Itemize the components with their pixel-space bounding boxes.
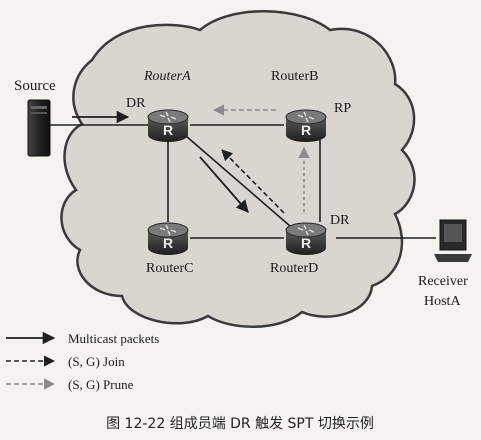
router-a-icon: R bbox=[147, 109, 189, 142]
router-d-icon: R bbox=[285, 222, 327, 255]
router-c-icon: R bbox=[147, 222, 189, 255]
router-d-glyph: R bbox=[301, 235, 311, 251]
router-a-glyph: R bbox=[163, 122, 173, 138]
router-b-icon: R bbox=[285, 109, 327, 142]
legend-join-label: (S, G) Join bbox=[68, 354, 125, 369]
host-label: HostA bbox=[424, 294, 461, 309]
router-c-label: RouterC bbox=[146, 261, 193, 276]
router-b-glyph: R bbox=[301, 122, 311, 138]
link-a-d bbox=[185, 135, 291, 227]
router-b-label: RouterB bbox=[271, 69, 318, 84]
figure-caption: 图 12-22 组成员端 DR 触发 SPT 切换示例 bbox=[106, 415, 374, 432]
receiver-computer-icon bbox=[434, 219, 472, 262]
join-arrow-d-a bbox=[221, 149, 285, 214]
receiver-label: Receiver bbox=[418, 274, 468, 289]
source-label: Source bbox=[14, 78, 56, 94]
router-d-dr-label: DR bbox=[330, 213, 350, 228]
router-d-label: RouterD bbox=[270, 261, 318, 276]
legend: Multicast packets (S, G) Join (S, G) Pru… bbox=[6, 331, 159, 392]
legend-prune-label: (S, G) Prune bbox=[68, 377, 134, 392]
multicast-arrow-a-d bbox=[199, 156, 249, 213]
source-server-icon bbox=[27, 99, 51, 157]
legend-multicast-label: Multicast packets bbox=[68, 331, 159, 346]
router-a-dr-label: DR bbox=[126, 96, 146, 111]
router-a-label: RouterA bbox=[143, 69, 191, 84]
router-b-rp-label: RP bbox=[334, 101, 351, 116]
router-c-glyph: R bbox=[163, 235, 173, 251]
flow-arrows bbox=[72, 104, 310, 214]
links bbox=[48, 124, 436, 239]
network-cloud bbox=[60, 10, 416, 328]
